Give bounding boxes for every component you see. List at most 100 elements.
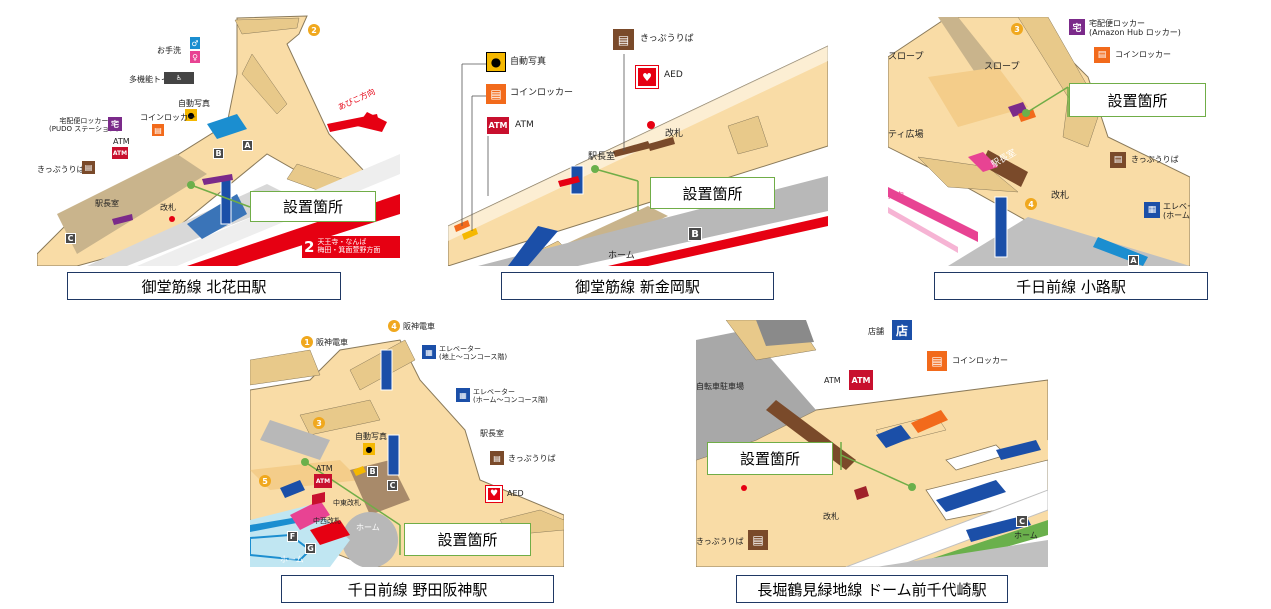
label-ticket: きっぷうりば [696,537,744,546]
atm-icon: ATM [849,370,873,390]
label-elevator: エレベーター (ホーム～コンコース階) [1163,202,1190,220]
exit-2-dest-line2: 梅田・箕面萱野方面 [317,246,381,254]
label-aed: AED [664,70,683,80]
label-station-office: 駅長室 [588,152,616,162]
label-photo: 自動写真 [355,432,387,441]
delivery-locker-icon: 宅 [108,117,122,131]
label-ticket: きっぷうりば [508,454,556,463]
photo-booth-icon: ● [185,109,197,121]
label-photo: 自動写真 [510,57,547,67]
label-hanshin-1: 阪神電車 [316,338,348,347]
exit-number-4: 4 [388,320,400,332]
label-gate: 改札 [160,203,176,212]
floor-plan-dome-mae-chiyozaki [696,320,1048,567]
label-bicycle-parking: 自転車駐車場 [696,382,744,391]
exit-2-number: 2 [304,238,315,256]
label-ticket: きっぷうりば [1131,155,1179,164]
label-direction: 方向 [888,191,904,200]
caption-kitahanada: 御堂筋線 北花田駅 [67,272,341,300]
label-gate: 改札 [665,129,684,139]
label-plaza: ティ広場 [888,130,924,140]
label-elevator-2: エレベーター (ホーム～コンコース階) [473,388,548,404]
label-ticket: きっぷうりば [37,165,85,174]
elevator-icon-1: ▦ [422,345,436,359]
atm-icon: ATM [487,117,509,134]
label-aed: AED [507,489,524,498]
caption-dome-mae-chiyozaki: 長堀鶴見緑地線 ドーム前千代崎駅 [736,575,1008,603]
coin-locker-icon: ▤ [486,84,506,104]
exit-number-3: 3 [313,417,325,429]
exit-number-5: 5 [259,475,271,487]
floor-plan-kitahanada [37,15,400,266]
aed-icon: ♥ [635,65,659,89]
exit-number-4: 4 [1025,198,1037,210]
label-atm: ATM [113,137,130,146]
store-icon: 店 [892,320,912,340]
floor-plan-shoji [888,17,1190,266]
exit-letter-a: A [242,140,253,151]
label-coin-locker: コインロッカー [1115,50,1171,59]
caption-shinkanaoka: 御堂筋線 新金岡駅 [501,272,774,300]
elevator-icon-2: ▦ [456,388,470,402]
exit-letter-g: G [305,543,316,554]
exit-letter-c: C [65,233,76,244]
label-atm: ATM [316,464,333,473]
label-atm: ATM [824,376,841,385]
setting-location-callout-1: 設置箇所 [250,191,376,222]
label-home: ホーム [608,251,635,261]
exit-2-sign: 2 天王寺・なんば 梅田・箕面萱野方面 [302,236,400,258]
map-panel-shoji: スロープ スロープ ティ広場 3 4 宅 宅配便ロッカー (Amazon Hub… [888,17,1190,266]
atm-icon: ATM [112,147,128,159]
label-hanshin-4: 阪神電車 [403,322,435,331]
map-panel-kitahanada: 2 お手洗 ♂ ♀ 多機能トイレ ♿ 自動写真 ● コインロッカー ▤ 宅配便ロ… [37,14,400,266]
coin-locker-icon: ▤ [927,351,947,371]
atm-icon: ATM [314,474,332,488]
label-slope-1: スロープ [888,52,924,62]
multi-toilet-icon: ♿ [164,72,194,84]
label-center-east-gate: 中東改札 [333,499,361,507]
label-atm: ATM [515,120,534,130]
restroom-female-icon: ♀ [190,51,200,63]
exit-number-2-top: 2 [308,24,320,36]
restroom-icon: ♂ [190,37,200,49]
coin-locker-icon: ▤ [1094,47,1110,63]
exit-letter-b: B [688,227,702,241]
setting-location-callout-2: 設置箇所 [650,177,775,209]
label-delivery-locker: 宅配便ロッカー (Amazon Hub ロッカー) [1089,19,1181,37]
label-restroom: お手洗 [157,46,181,55]
label-center-west-gate: 中西改札 [313,517,341,525]
label-coin-locker: コインロッカー [510,88,574,98]
exit-letter-b: B [213,148,224,159]
label-ticket: きっぷうりば [640,34,694,44]
exit-2-dest-line1: 天王寺・なんば [317,238,367,247]
exit-letter-b: B [367,466,378,477]
ticket-machine-icon: ▤ [490,451,504,465]
photo-booth-icon: ● [486,52,506,72]
label-coin-locker: コインロッカー [952,356,1008,365]
coin-locker-icon: ▤ [152,124,164,136]
photo-booth-icon: ● [363,443,375,455]
caption-shoji: 千日前線 小路駅 [934,272,1208,300]
setting-location-callout-3: 設置箇所 [1069,83,1206,117]
setting-location-callout-4: 設置箇所 [404,523,531,556]
exit-letter-f: F [287,531,298,542]
label-gate: 改札 [823,512,839,521]
label-coin-locker: コインロッカー [140,113,196,122]
label-multi-toilet: 多機能トイレ [129,75,177,84]
label-store: 店舗 [868,327,884,336]
label-elevator-1: エレベーター (地上～コンコース階) [439,345,508,361]
setting-location-callout-5: 設置箇所 [707,442,833,475]
exit-letter-a: A [1128,255,1139,266]
label-home-2: ホーム [280,555,304,564]
ticket-machine-icon: ▤ [82,161,95,174]
aed-icon: ♥ [485,485,503,503]
exit-2-destinations: 天王寺・なんば 梅田・箕面萱野方面 [317,239,380,254]
label-photo: 自動写真 [178,99,210,108]
ticket-machine-icon: ▤ [613,29,634,50]
exit-number-3: 3 [1011,23,1023,35]
label-home: ホーム [1014,531,1038,540]
label-pudo: 宅配便ロッカー (PUDO ステーション) [49,117,119,133]
label-station-office: 駅長室 [95,199,119,208]
caption-noda-hanshin: 千日前線 野田阪神駅 [281,575,554,603]
label-slope-2: スロープ [984,62,1020,72]
